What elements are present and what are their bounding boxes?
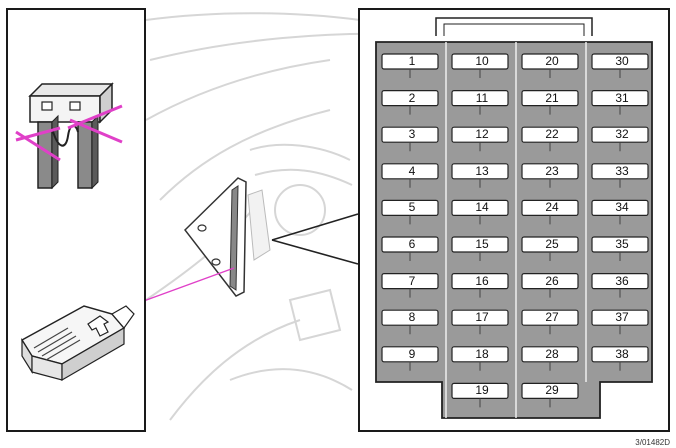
- fuse-number-label: 38: [615, 346, 629, 361]
- fuse-slot: [591, 89, 649, 115]
- fuse-number-label: 30: [615, 54, 629, 68]
- fuse-number-label: 13: [475, 163, 489, 178]
- fuse-slot: [451, 199, 509, 225]
- fuse-number-label: 22: [545, 127, 559, 142]
- fuse-slot: [451, 382, 509, 408]
- fuse-number-label: 10: [475, 54, 489, 68]
- fuse-slot: [381, 273, 439, 298]
- fuse-number-label: 28: [545, 346, 559, 361]
- blade-fuse-icon: [15, 82, 123, 190]
- fuse-slot: [381, 163, 439, 188]
- fuse-number-label: 19: [475, 383, 489, 398]
- fuse-detail-panel: [6, 8, 146, 432]
- fuse-slot: [381, 346, 439, 371]
- fuse-slot: [521, 163, 579, 188]
- fuse-number-label: 12: [475, 127, 489, 142]
- fuse-slot: [521, 382, 579, 408]
- fuse-box-cover-icon: [183, 177, 271, 297]
- arrow-icon: [87, 315, 110, 337]
- fuse-slot: [521, 236, 579, 261]
- fuse-slot: [591, 346, 649, 371]
- fuse-slot: [451, 236, 509, 261]
- fuse-number-label: 17: [475, 310, 489, 325]
- fuse-slot: [521, 53, 579, 78]
- fuse-number-label: 29: [545, 383, 559, 398]
- fuse-number-label: 20: [545, 54, 559, 68]
- fuse-number-label: 23: [545, 163, 559, 178]
- fuse-number-label: 8: [408, 310, 416, 325]
- fuse-slot: [451, 346, 509, 371]
- fuse-number-label: 3: [408, 127, 416, 142]
- fuse-slot: [521, 89, 579, 115]
- fuse-slot: [591, 309, 649, 335]
- fuse-number-label: 31: [615, 90, 629, 105]
- fuse-number-label: 16: [475, 273, 489, 288]
- fuse-slot: [381, 126, 439, 152]
- fuse-number-label: 2: [408, 90, 416, 105]
- fuse-puller-icon: [20, 305, 135, 382]
- fuse-number-label: 1: [408, 54, 416, 68]
- fuse-slot: [381, 309, 439, 335]
- fuse-slot: [381, 199, 439, 225]
- fuse-slot: [591, 236, 649, 261]
- fuse-slot: [591, 53, 649, 78]
- fuse-number-label: 5: [408, 200, 416, 215]
- fuse-slot: [381, 236, 439, 261]
- fuse-slot: [591, 199, 649, 225]
- fuse-slot: [521, 199, 579, 225]
- fuse-slot: [381, 89, 439, 115]
- fuse-number-label: 24: [545, 200, 559, 215]
- fuse-number-label: 37: [615, 310, 629, 325]
- fuse-number-label: 27: [545, 310, 559, 325]
- fuse-number-label: 35: [615, 237, 629, 251]
- fuse-number-label: 21: [545, 90, 559, 105]
- fuse-slot: [451, 89, 509, 115]
- fuse-slot: [521, 126, 579, 152]
- fuse-number-label: 18: [475, 346, 489, 361]
- fuse-slot: [451, 273, 509, 298]
- fuse-slot: [521, 309, 579, 335]
- fuse-number-label: 15: [475, 237, 489, 251]
- highlight-line: [129, 267, 235, 307]
- fuse-slot: [521, 346, 579, 371]
- fuse-number-label: 32: [615, 127, 629, 142]
- fuse-number-label: 25: [545, 237, 559, 251]
- fuse-slot: [451, 126, 509, 152]
- fuse-number-label: 9: [408, 346, 416, 361]
- fuse-number-label: 7: [408, 273, 416, 288]
- fuse-number-label: 14: [475, 200, 489, 215]
- fuse-slot: [591, 273, 649, 298]
- fuse-slot: [451, 163, 509, 188]
- fuse-slot: [591, 126, 649, 152]
- fuse-number-label: 4: [408, 163, 416, 178]
- fuse-number-label: 11: [475, 90, 489, 105]
- fuse-number-label: 6: [408, 237, 416, 251]
- fuse-slot: [451, 309, 509, 335]
- fuse-number-label: 36: [615, 273, 629, 288]
- fuse-slot: [521, 273, 579, 298]
- fuse-slot: [591, 163, 649, 188]
- reference-code: 3/01482D: [635, 438, 670, 447]
- fuse-number-label: 33: [615, 163, 629, 178]
- fuse-number-label: 34: [615, 200, 629, 215]
- fuse-slot: [451, 53, 509, 78]
- fuse-number-label: 26: [545, 273, 559, 288]
- fuse-slot: [381, 53, 439, 78]
